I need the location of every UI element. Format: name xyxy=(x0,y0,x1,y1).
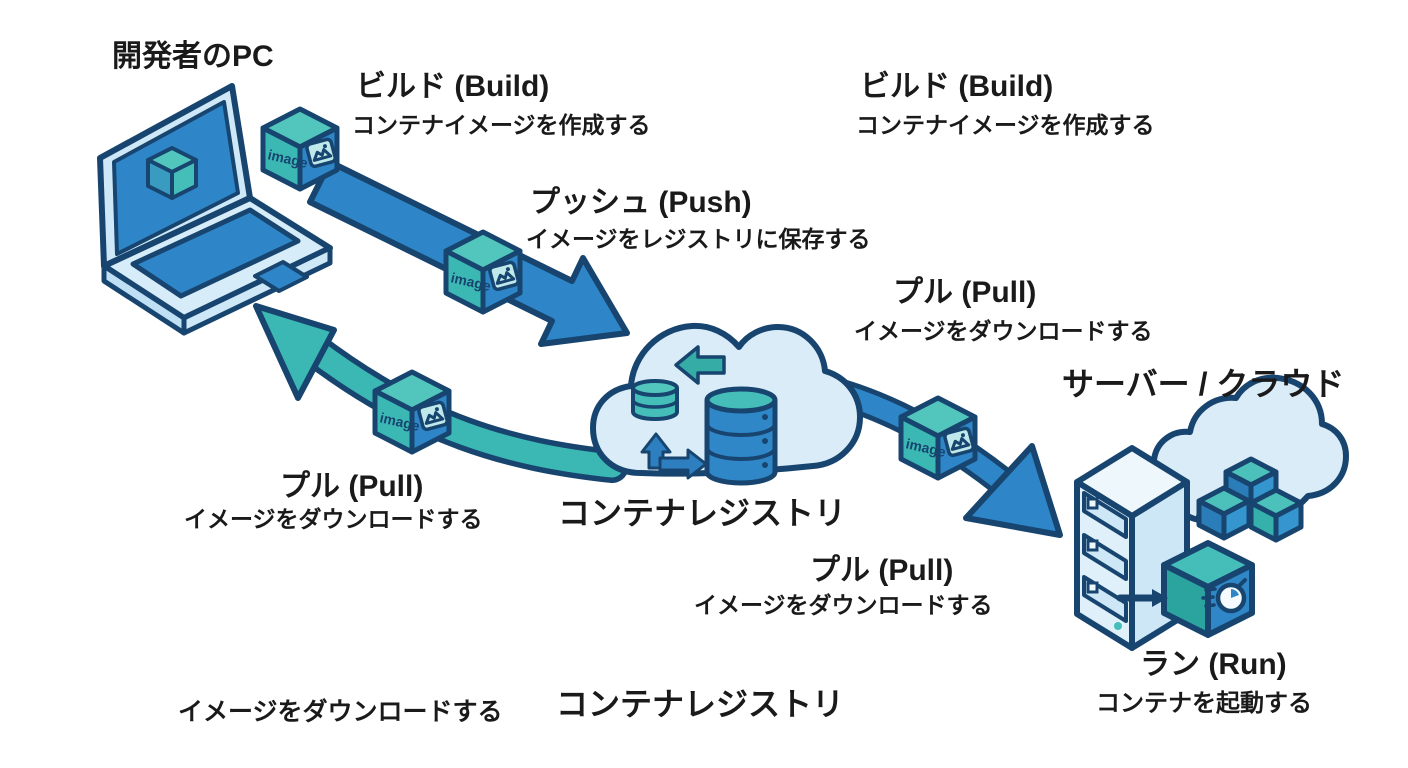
run-container-icon xyxy=(1116,540,1255,638)
image-cube-icon: image xyxy=(375,372,449,452)
pull-lower-mid-title: プル (Pull) xyxy=(810,554,954,587)
run-desc: コンテナを起動する xyxy=(1096,690,1312,717)
registry-cloud-icon xyxy=(590,322,863,486)
laptop-icon xyxy=(97,83,333,336)
image-cube-icon: image xyxy=(446,232,520,312)
registry-title: コンテナレジストリ xyxy=(558,495,847,531)
laptop-trackpad xyxy=(253,260,309,293)
build-right-desc: コンテナイメージを作成する xyxy=(856,112,1155,138)
cubes-stack-icon xyxy=(1196,456,1304,543)
developer-pc-title: 開発者のPC xyxy=(112,40,274,73)
pull-upper-right-title: プル (Pull) xyxy=(893,276,1037,309)
push-desc: イメージをレジストリに保存する xyxy=(526,226,871,252)
image-cube-icon: image xyxy=(263,109,337,189)
server-cloud-title: サーバー / クラウド xyxy=(1062,366,1345,402)
database-large-icon xyxy=(704,386,778,486)
build-left-title: ビルド (Build) xyxy=(356,70,550,103)
server-icon xyxy=(1074,445,1190,651)
laptop-keyboard xyxy=(130,207,301,299)
build-left-desc: コンテナイメージを作成する xyxy=(352,112,651,138)
bottom-registry-title: コンテナレジストリ xyxy=(556,686,845,722)
pull-left-desc: イメージをダウンロードする xyxy=(184,506,483,532)
stopwatch-icon xyxy=(1201,578,1247,614)
bottom-pull-desc: イメージをダウンロードする xyxy=(178,698,503,726)
container-cube-on-screen-icon xyxy=(146,146,198,200)
run-arrow-icon xyxy=(1116,589,1168,607)
sync-left-arrow-icon xyxy=(674,345,726,385)
server-cloud-group xyxy=(1074,374,1349,651)
sync-exchange-arrows-icon xyxy=(640,432,708,480)
push-title: プッシュ (Push) xyxy=(530,186,752,219)
image-cube-icon: image xyxy=(901,398,975,478)
pull-upper-right-desc: イメージをダウンロードする xyxy=(854,318,1153,344)
run-title: ラン (Run) xyxy=(1140,648,1287,681)
build-right-title: ビルド (Build) xyxy=(860,70,1054,103)
pull-arrow-to-pc xyxy=(253,303,629,483)
pull-left-title: プル (Pull) xyxy=(280,470,424,503)
database-small-icon xyxy=(631,379,679,421)
pull-lower-mid-desc: イメージをダウンロードする xyxy=(694,592,993,618)
